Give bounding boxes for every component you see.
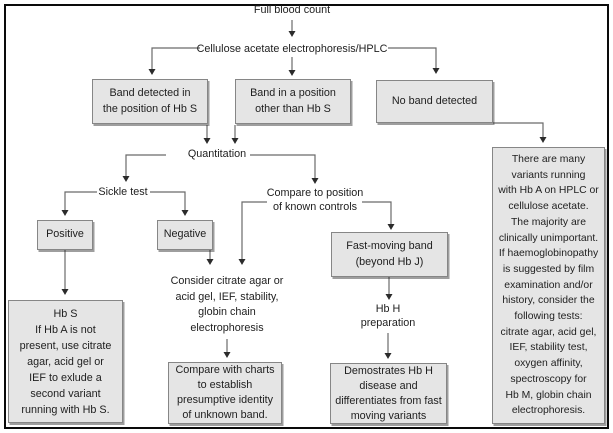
- node-band-other-position: Band in a position other than Hb S: [235, 79, 351, 124]
- arrowhead-icon: [148, 69, 156, 75]
- connector-line: [151, 47, 200, 69]
- connector-line: [241, 201, 267, 259]
- node-band-detected-hbs: Band detected in the position of Hb S: [92, 79, 208, 124]
- arrowhead-icon: [432, 68, 440, 74]
- node-no-band-detected: No band detected: [376, 80, 493, 123]
- node-quantitation: Quantitation: [187, 148, 247, 160]
- node-negative: Negative: [157, 220, 213, 250]
- node-positive: Positive: [37, 220, 93, 250]
- node-cellulose-acetate: Cellulose acetate electrophoresis/HPLC: [196, 43, 388, 55]
- diagram-frame: [4, 4, 609, 429]
- node-hbs-result: Hb S If Hb A is not present, use citrate…: [8, 300, 123, 423]
- arrowhead-icon: [238, 259, 246, 265]
- node-sickle-test: Sickle test: [98, 186, 148, 198]
- connector-line: [493, 122, 544, 137]
- node-consider-tests: Consider citrate agar or acid gel, IEF, …: [170, 275, 284, 334]
- arrowhead-icon: [311, 178, 319, 184]
- arrowhead-icon: [181, 210, 189, 216]
- arrowhead-icon: [203, 138, 211, 144]
- node-no-band-info: There are many variants running with Hb …: [492, 147, 605, 424]
- arrowhead-icon: [206, 259, 214, 265]
- connector-line: [125, 154, 166, 176]
- node-hbh-preparation: Hb H preparation: [360, 303, 416, 329]
- arrowhead-icon: [231, 138, 239, 144]
- connector-line: [64, 191, 97, 210]
- connector-line: [250, 154, 316, 178]
- node-compare-position: Compare to position of known controls: [266, 187, 364, 213]
- connector-line: [150, 191, 186, 210]
- node-demonstrates-hbh: Demostrates Hb H disease and differentia…: [330, 363, 447, 424]
- arrowhead-icon: [288, 70, 296, 76]
- node-full-blood-count: Full blood count: [253, 4, 331, 16]
- node-compare-charts: Compare with charts to establish presump…: [168, 362, 282, 424]
- arrowhead-icon: [288, 31, 296, 37]
- node-fast-moving-band: Fast-moving band (beyond Hb J): [331, 232, 448, 277]
- arrowhead-icon: [61, 289, 69, 295]
- arrowhead-icon: [61, 210, 69, 216]
- arrowhead-icon: [387, 224, 395, 230]
- arrowhead-icon: [384, 353, 392, 359]
- arrowhead-icon: [223, 352, 231, 358]
- connector-line: [362, 201, 392, 224]
- connector-line: [388, 47, 437, 68]
- arrowhead-icon: [539, 137, 547, 143]
- arrowhead-icon: [385, 294, 393, 300]
- arrowhead-icon: [122, 176, 130, 182]
